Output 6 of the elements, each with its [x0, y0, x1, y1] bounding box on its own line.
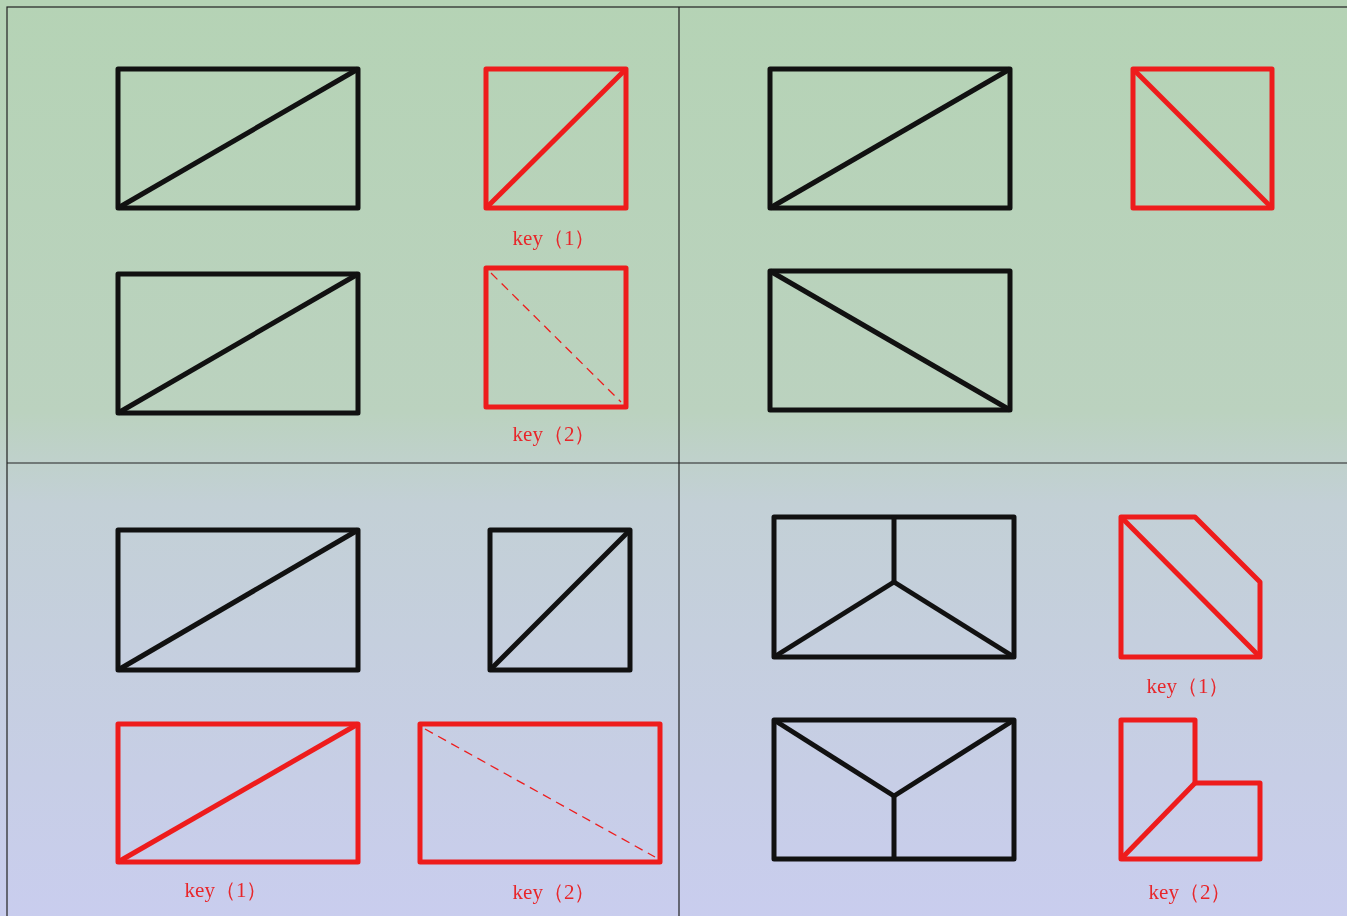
- view-label: key（2）: [1148, 880, 1232, 904]
- view-label: key（1）: [1146, 674, 1230, 698]
- view-label: key（1）: [184, 878, 268, 902]
- view-label: key（2）: [512, 422, 596, 446]
- view-label: key（1）: [512, 226, 596, 250]
- view-label: key（2）: [512, 880, 596, 904]
